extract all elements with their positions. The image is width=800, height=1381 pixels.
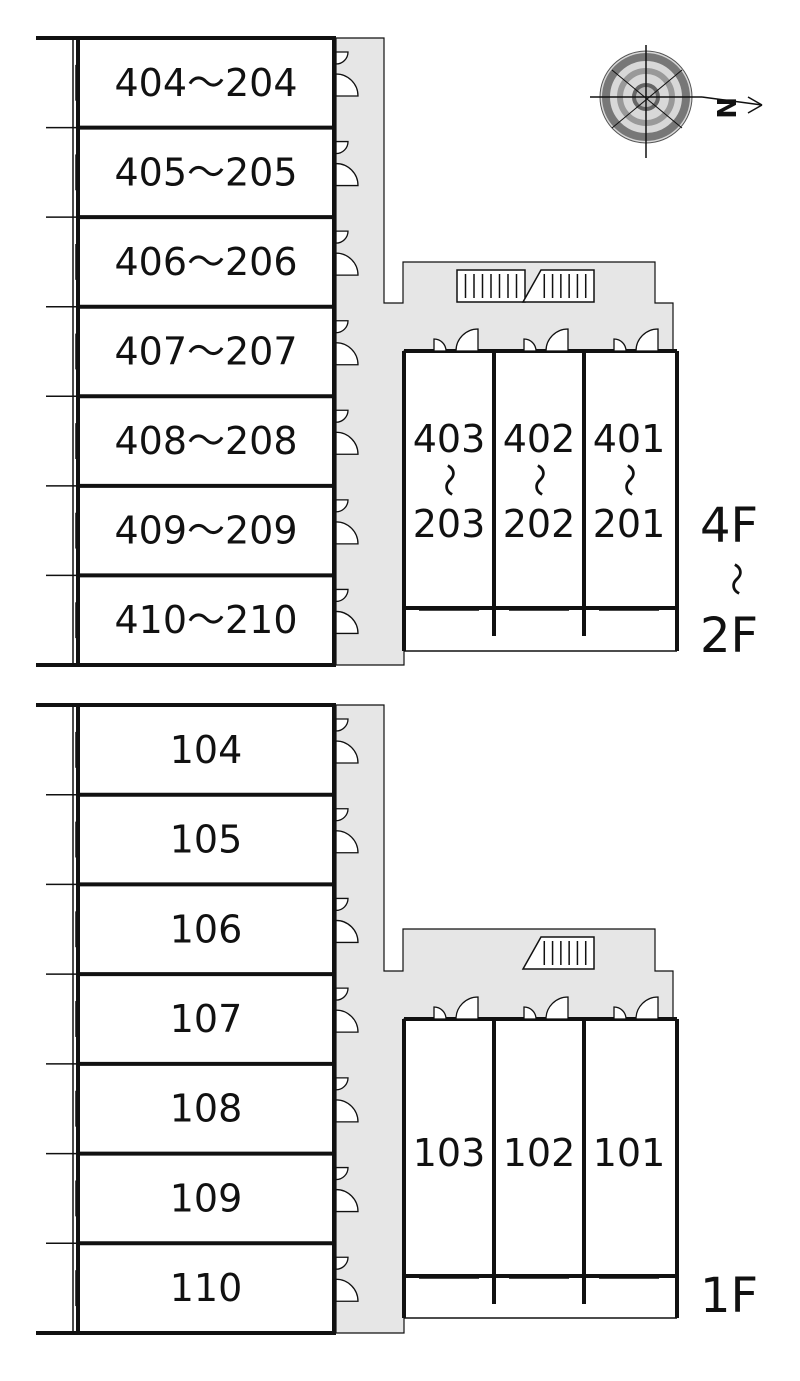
door-icon [335,919,359,944]
door-icon [335,718,349,732]
floor-label-top: 4F [700,498,758,554]
door-icon [335,499,349,513]
door-icon [335,1188,359,1213]
upper-block: 404〜204 405〜205 406〜206 407〜207 408〜208 409〜2… [36,36,758,667]
door-icon [635,996,659,1020]
door-icon [335,830,359,854]
unit-label: 406〜206 [114,240,297,284]
unit-label: 203 [413,502,486,546]
unit-label: 202 [503,502,576,546]
door-icon [335,987,349,1001]
door-icon [335,252,359,276]
door-icon [335,1099,359,1123]
unit-label-wave: 〜 [518,463,558,497]
door-icon [335,740,359,764]
unit-label: 409〜209 [114,509,297,553]
door-icon [335,521,359,545]
door-icon [613,338,627,352]
unit-label: 402 [503,417,576,461]
door-icon [455,996,479,1020]
stair-icon [456,269,526,303]
door-icon [335,610,359,635]
door-icon [335,897,349,912]
door-icon [335,1009,359,1033]
door-icon [545,328,569,352]
door-icon [335,588,349,603]
door-icon [433,1006,447,1020]
unit-label: 103 [413,1131,486,1175]
stair-icon [521,269,595,303]
floor-label-bottom: 2F [700,608,758,664]
unit-label: 403 [413,417,486,461]
unit-label: 104 [170,728,243,772]
unit-label: 410〜210 [114,598,297,642]
unit-label: 110 [170,1266,243,1310]
unit-label: 405〜205 [114,150,297,194]
unit-label: 404〜204 [114,61,297,105]
unit-label: 201 [593,502,666,546]
unit-label: 102 [503,1131,576,1175]
unit-label: 107 [170,997,243,1041]
compass-icon: N [590,45,763,158]
unit-label: 401 [593,417,666,461]
unit-label: 109 [170,1176,243,1220]
door-icon [335,1278,359,1302]
unit-label: 106 [170,907,243,951]
unit-label: 108 [170,1087,243,1131]
stair-icon [521,936,595,970]
door-icon [335,140,349,155]
door-icon [335,51,349,65]
door-icon [335,808,349,822]
unit-label: 105 [170,818,243,862]
door-icon [335,1166,349,1181]
floor-label-wave: 〜 [715,562,755,596]
door-icon [335,1256,349,1270]
unit-label-wave: 〜 [428,463,468,497]
door-icon [635,328,659,352]
floor-label-1f: 1F [700,1268,758,1324]
unit-label: 101 [593,1131,666,1175]
unit-label: 407〜207 [114,330,297,374]
north-label: N [710,97,740,119]
door-icon [335,431,359,455]
door-icon [613,1006,627,1020]
door-icon [335,73,359,97]
door-icon [545,996,569,1020]
door-icon [335,230,349,244]
door-icon [455,328,479,352]
unit-label: 408〜208 [114,419,297,463]
door-icon [433,338,447,352]
door-icon [335,342,359,366]
door-icon [335,409,349,423]
door-icon [335,320,349,334]
door-icon [335,162,359,187]
door-icon [523,1006,537,1020]
door-icon [523,338,537,352]
door-icon [335,1077,349,1091]
unit-label-wave: 〜 [608,463,648,497]
lower-block: 104 105 106 107 108 109 110 103 102 101 1F [36,703,758,1335]
